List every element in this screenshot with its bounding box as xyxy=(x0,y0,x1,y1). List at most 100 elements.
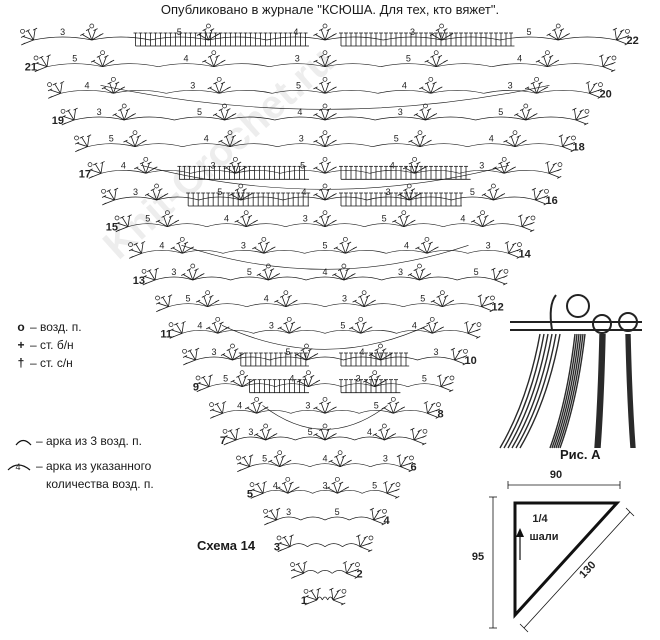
stitch-fan xyxy=(170,236,194,254)
chain-arc xyxy=(372,143,421,148)
chain-count: 5 xyxy=(498,107,503,117)
stitch-fan xyxy=(383,481,401,499)
chain-arc xyxy=(342,543,361,547)
chain-arc xyxy=(33,36,92,41)
chain-arc xyxy=(198,196,241,201)
stitch-fan xyxy=(599,54,617,73)
stitch-fan xyxy=(437,374,455,393)
chain-count: 3 xyxy=(398,107,403,117)
stitch-fan xyxy=(325,476,350,494)
chain-count: 5 xyxy=(217,187,222,197)
chain-count: 3 xyxy=(410,27,415,37)
chain-arc xyxy=(364,303,404,308)
chain-arc xyxy=(504,169,550,174)
chain-count: 3 xyxy=(286,507,291,517)
stitch-fan xyxy=(218,130,242,148)
fringe-strand xyxy=(626,333,634,449)
chain-count: 3 xyxy=(305,400,310,410)
chain-arc xyxy=(240,196,283,201)
chain-count: 4 xyxy=(264,294,269,304)
chain-arc xyxy=(289,329,326,334)
chain-arc xyxy=(317,569,333,574)
chain-arc xyxy=(426,249,468,254)
chain-arc xyxy=(289,543,308,547)
chain-arc xyxy=(331,569,347,574)
fringe-strand xyxy=(629,333,636,449)
chain-arc xyxy=(134,143,183,148)
large-arc xyxy=(181,245,469,270)
chain-arc xyxy=(60,89,114,94)
chain-arc xyxy=(242,383,276,387)
chain-arc xyxy=(246,303,286,308)
chain-arc xyxy=(249,463,280,467)
stitch-fan xyxy=(313,130,337,148)
row-number: 10 xyxy=(465,355,477,367)
chain-count: 3 xyxy=(479,160,484,170)
chain-count: 3 xyxy=(433,347,438,357)
stitch-fan xyxy=(503,130,527,148)
chain-count: 4 xyxy=(404,240,409,250)
shawl-height-label: 95 xyxy=(472,551,484,563)
chain-count: 4 xyxy=(84,80,89,90)
shawl-caption: шали xyxy=(529,531,558,543)
chain-count: 5 xyxy=(374,400,379,410)
stitch-run xyxy=(339,352,410,367)
chain-arc xyxy=(280,169,326,174)
fringe-strand xyxy=(503,333,545,449)
fringe-strand xyxy=(628,333,635,449)
stitch-fan xyxy=(267,450,292,468)
chain-arc xyxy=(114,196,157,201)
stitch-run xyxy=(238,352,309,367)
stitch-fan xyxy=(230,370,254,388)
chain-arc xyxy=(235,436,266,441)
large-arc xyxy=(140,165,510,190)
shawl-width-label: 90 xyxy=(550,469,562,481)
chain-arc xyxy=(324,543,343,547)
stitch-fan xyxy=(20,27,38,46)
stitch-fan xyxy=(222,427,240,446)
chain-arc xyxy=(324,36,384,41)
chain-count: 4 xyxy=(301,187,306,197)
arc-n-number: 4 xyxy=(15,462,20,472)
chain-arc xyxy=(308,383,342,387)
chain-count: 3 xyxy=(299,134,304,144)
stitch-run xyxy=(339,379,401,394)
stitch-fan xyxy=(450,347,468,366)
stitch-fan xyxy=(33,54,51,73)
chain-arc xyxy=(324,329,361,334)
chain-count: 5 xyxy=(372,480,377,490)
stitch-fan xyxy=(313,103,337,121)
chain-arc xyxy=(213,63,270,68)
stitch-fan xyxy=(328,450,352,468)
stitch-fan xyxy=(236,454,254,473)
chain-arc xyxy=(457,276,496,281)
chain-count: 3 xyxy=(398,267,403,277)
chain-count: 5 xyxy=(197,107,202,117)
chain-arc xyxy=(467,143,516,148)
chain-arc xyxy=(425,116,476,121)
chain-arc xyxy=(306,276,344,281)
chain-arc xyxy=(324,169,370,174)
arc-n-symbol xyxy=(7,464,31,471)
chain-arc xyxy=(443,223,483,228)
chain-arc xyxy=(419,143,468,148)
stitch-fan xyxy=(47,81,65,99)
chain-arc xyxy=(195,356,233,361)
chain-arc xyxy=(235,169,281,174)
stitch-fan xyxy=(423,401,441,419)
chain-arc xyxy=(547,63,604,68)
chain-arc xyxy=(324,143,373,148)
stitch-run xyxy=(133,32,309,47)
chain-arc xyxy=(168,303,208,308)
chain-arc xyxy=(324,436,355,441)
chain-count: 5 xyxy=(186,294,191,304)
stitch-fan xyxy=(134,156,158,174)
chain-arc xyxy=(206,223,247,228)
chain-arc xyxy=(166,89,220,94)
chain-arc xyxy=(491,63,548,68)
chain-arc xyxy=(279,463,311,467)
row-number: 18 xyxy=(573,142,585,154)
row-number: 22 xyxy=(627,35,639,47)
stitch-fan xyxy=(277,316,301,334)
stitch-fan xyxy=(74,134,92,153)
